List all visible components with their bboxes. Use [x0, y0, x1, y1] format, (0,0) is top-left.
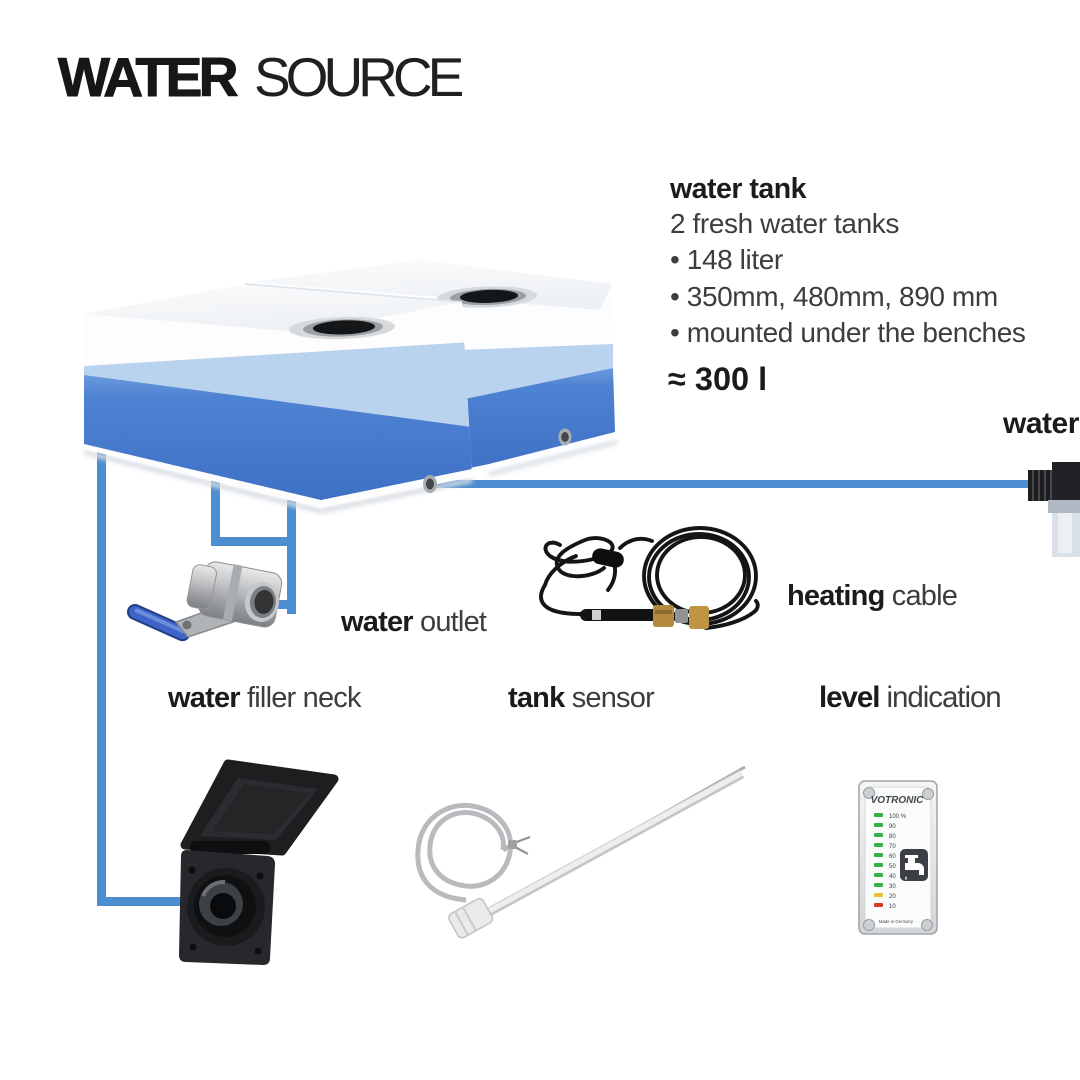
svg-text:70: 70: [889, 844, 896, 850]
svg-text:90: 90: [889, 824, 896, 830]
svg-text:level indication: level indication: [819, 681, 1001, 714]
svg-text:Made in Germany: Made in Germany: [879, 919, 914, 924]
svg-text:SOURCE: SOURCE: [254, 46, 463, 108]
svg-text:30: 30: [889, 884, 896, 890]
svg-text:WATER: WATER: [58, 46, 238, 108]
svg-text:80: 80: [889, 834, 896, 840]
svg-text:water tank: water tank: [669, 173, 807, 205]
svg-text:• 350mm, 480mm, 890 mm: • 350mm, 480mm, 890 mm: [670, 281, 998, 312]
svg-text:2 fresh water tanks: 2 fresh water tanks: [670, 208, 899, 239]
svg-text:tank sensor: tank sensor: [508, 682, 655, 714]
svg-text:≈ 300 l: ≈ 300 l: [668, 361, 767, 397]
svg-text:heating cable: heating cable: [787, 580, 957, 612]
svg-text:50: 50: [889, 864, 896, 870]
svg-text:water filler neck: water filler neck: [167, 682, 362, 714]
svg-text:VOTRONIC: VOTRONIC: [871, 795, 925, 806]
svg-text:• mounted under the benches: • mounted under the benches: [670, 317, 1025, 348]
svg-text:100 %: 100 %: [889, 814, 907, 820]
svg-text:• 148 liter: • 148 liter: [670, 244, 783, 275]
svg-text:60: 60: [889, 854, 896, 860]
svg-text:water: water: [1002, 407, 1080, 440]
svg-text:20: 20: [889, 894, 896, 900]
svg-text:10: 10: [889, 904, 896, 910]
svg-text:40: 40: [889, 874, 896, 880]
svg-text:water outlet: water outlet: [340, 606, 487, 638]
